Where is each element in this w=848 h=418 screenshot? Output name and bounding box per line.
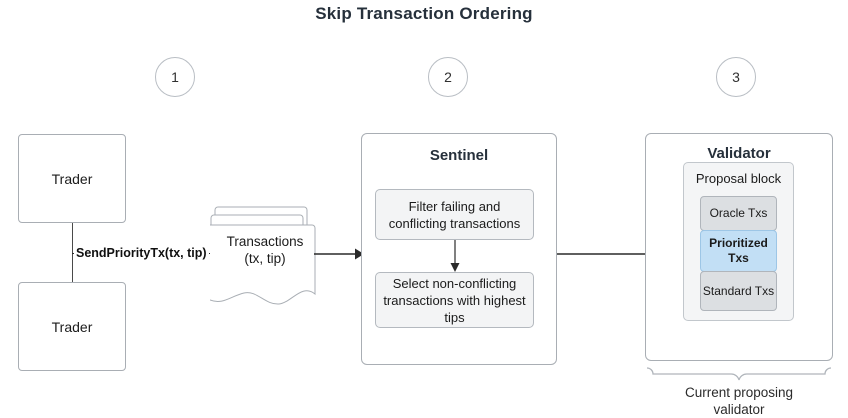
tx-slab-standard-label: Standard Txs xyxy=(702,283,775,298)
sentinel-step-filter: Filter failing and conflicting transacti… xyxy=(375,189,534,240)
transactions-document-icon xyxy=(206,206,316,305)
current-proposing-validator-caption-line1: Current proposing xyxy=(684,385,794,400)
tx-slab-prioritized-label: Prioritized Txs xyxy=(709,236,768,265)
arrow-sentinel-filter-to-select xyxy=(450,240,460,272)
transactions-doc-label-line2: (tx, tip) xyxy=(244,251,286,266)
tx-slab-standard: Standard Txs xyxy=(700,271,777,311)
sentinel-step-select: Select non-conflicting transactions with… xyxy=(375,272,534,328)
current-proposing-validator-caption-line2: validator xyxy=(713,402,765,417)
trader-label-bottom: Trader xyxy=(51,318,93,335)
tx-slab-oracle: Oracle Txs xyxy=(700,196,777,231)
step-circle-3: 3 xyxy=(716,57,756,97)
sentinel-step-select-label: Select non-conflicting transactions with… xyxy=(383,275,526,325)
trader-box-top: Trader xyxy=(18,134,126,223)
validator-title: Validator xyxy=(707,145,771,162)
arrow-transactions-to-sentinel xyxy=(314,248,364,260)
send-priority-tx-label: SendPriorityTx(tx, tip) xyxy=(74,246,209,260)
step-number-3: 3 xyxy=(732,69,740,85)
step-circle-1: 1 xyxy=(155,57,195,97)
page-title: Skip Transaction Ordering xyxy=(315,4,533,23)
sentinel-title: Sentinel xyxy=(429,147,489,164)
current-proposing-validator-brace-icon xyxy=(646,367,832,383)
step-number-1: 1 xyxy=(171,69,179,85)
transactions-document-stack: Transactions (tx, tip) xyxy=(206,203,320,315)
trader-box-bottom: Trader xyxy=(18,282,126,371)
step-number-2: 2 xyxy=(444,69,452,85)
tx-slab-oracle-label: Oracle Txs xyxy=(709,206,768,220)
sentinel-step-filter-label: Filter failing and conflicting transacti… xyxy=(388,198,521,231)
step-circle-2: 2 xyxy=(428,57,468,97)
transactions-doc-label-line1: Transactions xyxy=(226,234,304,249)
proposal-block-title: Proposal block xyxy=(695,171,782,186)
trader-connector-line xyxy=(72,223,73,282)
trader-label-top: Trader xyxy=(51,170,93,187)
tx-slab-prioritized: Prioritized Txs xyxy=(700,230,777,272)
